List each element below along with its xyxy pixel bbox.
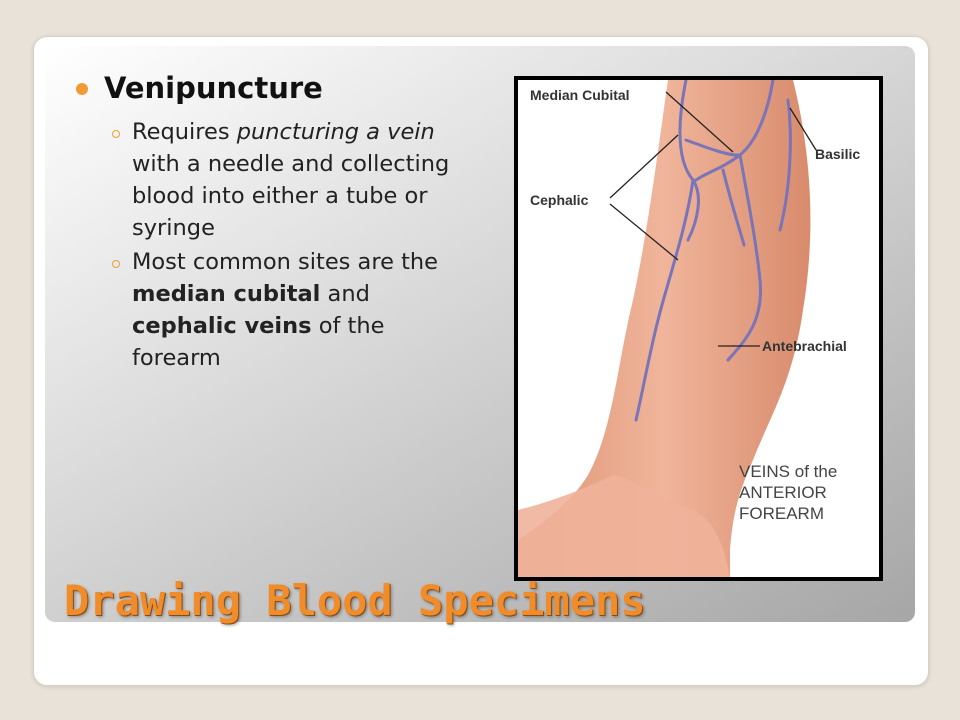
vein-lines (634, 80, 792, 422)
sub-bullet-ring-icon (112, 130, 120, 138)
bold-text: median cubital (132, 281, 321, 307)
hand-shape (518, 475, 730, 577)
slide-title: Drawing Blood Specimens (64, 576, 646, 625)
leader-lines (609, 91, 817, 347)
sub-bullet-ring-icon (112, 260, 120, 268)
caption-line-2: ANTERIOR (739, 483, 827, 502)
arm-shape (518, 80, 811, 577)
text-run: with a needle and collecting blood into … (132, 151, 450, 241)
forearm-veins-figure: Median Cubital Basilic Cephalic Antebrac… (514, 76, 883, 581)
bold-text: cephalic veins (132, 313, 312, 339)
bullet-dot-icon (76, 83, 88, 95)
sub-bullet-common-sites: Most common sites are the median cubital… (76, 246, 456, 374)
text-run: of the forearm (132, 313, 385, 371)
text-run: Requires (132, 119, 237, 145)
label-antebrachial: Antebrachial (762, 338, 847, 354)
label-cephalic: Cephalic (530, 192, 589, 208)
italic-text: puncturing a vein (236, 119, 435, 145)
heading-venipuncture: Venipuncture (104, 71, 323, 105)
caption-line-1: VEINS of the (739, 462, 837, 481)
text-run: and (320, 281, 370, 307)
caption-line-3: FOREARM (739, 504, 824, 523)
text-run: Most common sites are the (132, 249, 439, 275)
forearm-illustration: Median Cubital Basilic Cephalic Antebrac… (518, 80, 879, 577)
bullet-list: Venipuncture Requires puncturing a vein … (76, 70, 456, 374)
label-median-cubital: Median Cubital (530, 87, 630, 103)
bullet-venipuncture: Venipuncture (76, 70, 456, 106)
label-basilic: Basilic (815, 146, 860, 162)
sub-bullet-requires: Requires puncturing a vein with a needle… (76, 116, 456, 244)
